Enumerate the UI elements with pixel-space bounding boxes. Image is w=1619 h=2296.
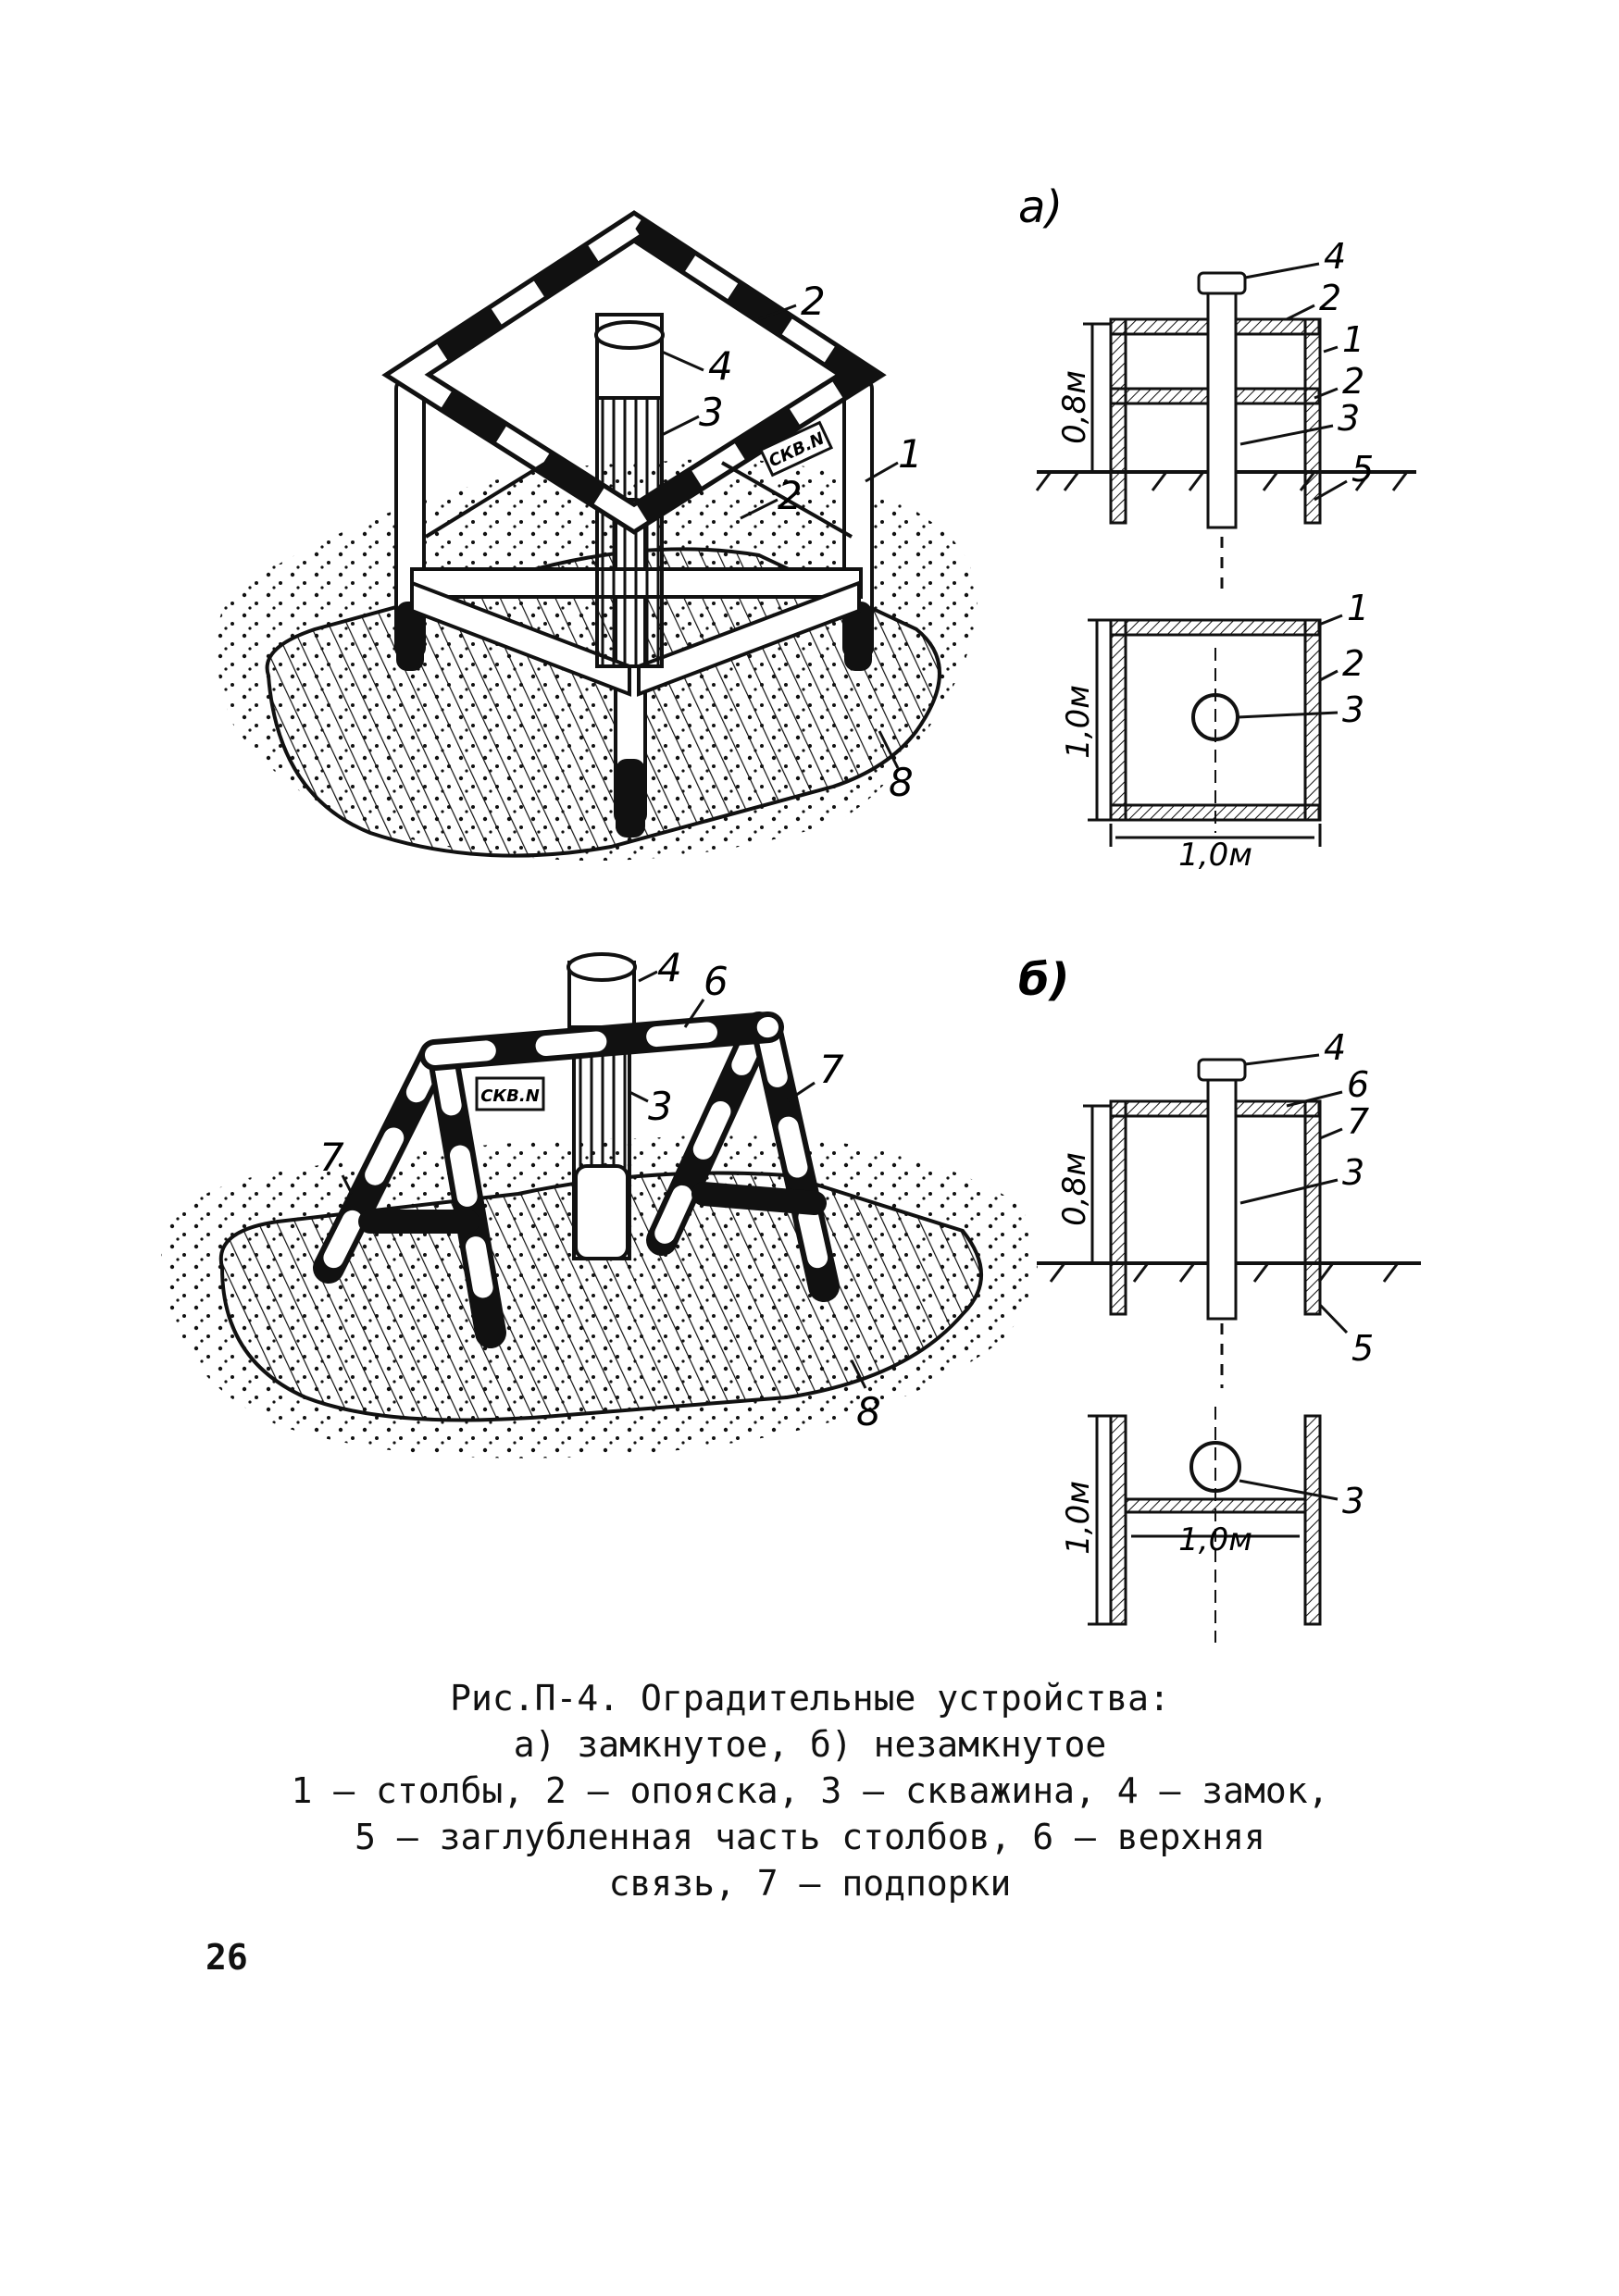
callout-3-bottom: 3 [648,1084,673,1129]
callout-b-3: 3 [1342,1152,1364,1193]
dim-side-a: 1,0м [1060,685,1097,759]
callout-b-7: 7 [1347,1101,1369,1142]
callout-b-5: 5 [1351,1328,1374,1369]
open-fence-perspective: СКВ.N 4 6 3 7 7 8 [161,945,1038,1458]
caption-legend-1: 1 – столбы, 2 – опояска, 3 – скважина, 4… [291,1770,1329,1811]
callout-8-top: 8 [889,760,914,805]
callout-b-3-plan: 3 [1342,1481,1364,1521]
callout-2b-top: 2 [778,473,803,518]
dim-height-b: 0,8м [1056,1152,1093,1226]
callout-4-top: 4 [708,343,733,389]
callout-a-2: 2 [1319,278,1341,318]
caption-legend-3: связь, 7 – подпорки [608,1863,1012,1904]
caption-variants: а) замкнутое, б) незамкнутое [513,1724,1107,1765]
closed-fence-perspective: СКВ.N 2 4 3 2 1 8 [216,210,978,861]
panel-a-label: a) [1018,181,1063,233]
callout-8-bottom: 8 [856,1389,881,1434]
callout-7-right-bottom: 7 [819,1047,844,1092]
caption-legend-2: 5 – заглубленная часть столбов, 6 – верх… [355,1817,1265,1857]
callout-4-bottom: 4 [657,945,682,990]
callout-a-4: 4 [1324,236,1346,277]
callout-1-top: 1 [898,431,923,477]
panel-a-sections: a) 0,8м 1,0м 1,0м [1018,181,1416,874]
panel-b-label: б) [1018,954,1069,1006]
page-number: 26 [205,1937,248,1978]
callout-a-2-plan: 2 [1342,643,1364,684]
callout-a-5: 5 [1351,449,1374,490]
dim-height-a: 0,8м [1056,370,1093,444]
callout-a-1-plan: 1 [1347,588,1369,628]
dim-width-a: 1,0м [1178,837,1252,874]
callout-a-1: 1 [1342,319,1364,360]
callout-2-top: 2 [801,279,826,324]
panel-b-sections: б) 0,8м 1,0м 1,0м [1018,954,1421,1643]
callout-6-bottom: 6 [704,959,729,1004]
callout-a-3: 3 [1338,398,1360,439]
dim-side-b: 1,0м [1060,1481,1097,1555]
callout-7-left-bottom: 7 [319,1135,344,1180]
callout-a-2b: 2 [1342,361,1364,402]
callout-3-top: 3 [699,390,724,435]
caption-title: Рис.П-4. Оградительные устройства: [450,1678,1170,1719]
callout-b-6: 6 [1347,1064,1369,1105]
callout-a-3-plan: 3 [1342,689,1364,730]
plate-text-b: СКВ.N [480,1086,540,1106]
callout-b-4: 4 [1324,1027,1346,1068]
dim-width-b: 1,0м [1178,1521,1252,1558]
